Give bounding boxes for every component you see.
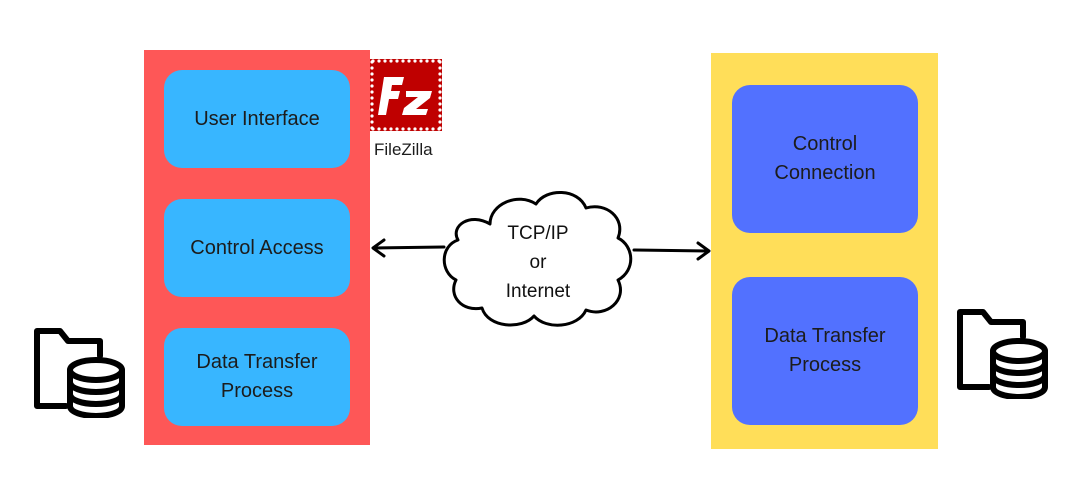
stamp-perforation — [370, 108, 374, 112]
control-connection-box: Control Connection — [732, 85, 918, 233]
stamp-perforation — [425, 127, 429, 131]
stamp-perforation — [438, 90, 442, 94]
stamp-perforation — [370, 60, 374, 64]
stamp-perforation — [438, 96, 442, 100]
server-data-transfer-label: Data Transfer Process — [764, 325, 886, 376]
right-double-arrow — [632, 241, 711, 261]
folder-database-icon — [34, 328, 125, 418]
stamp-perforation — [395, 127, 399, 131]
stamp-perforation — [438, 84, 442, 88]
stamp-perforation — [413, 127, 417, 131]
stamp-perforation — [383, 127, 387, 131]
network-label: TCP/IP or Internet — [505, 223, 571, 302]
stamp-perforation — [438, 66, 442, 70]
stamp-perforation — [370, 84, 374, 88]
stamp-perforation — [389, 59, 393, 63]
server-data-transfer-box: Data Transfer Process — [732, 277, 918, 425]
stamp-perforation — [401, 127, 405, 131]
stamp-perforation — [425, 59, 429, 63]
stamp-perforation — [431, 127, 435, 131]
left-double-arrow — [371, 238, 446, 258]
stamp-perforation — [438, 72, 442, 76]
control-connection-label: Control Connection — [774, 133, 876, 184]
stamp-perforation — [438, 108, 442, 112]
stamp-perforation — [438, 114, 442, 118]
stamp-perforation — [438, 126, 442, 130]
stamp-perforation — [383, 59, 387, 63]
stamp-perforation — [401, 59, 405, 63]
folder-database-icon — [957, 309, 1048, 399]
stamp-perforation — [407, 127, 411, 131]
stamp-perforation — [370, 90, 374, 94]
stamp-perforation — [370, 78, 374, 82]
stamp-perforation — [370, 96, 374, 100]
stamp-perforation — [370, 66, 374, 70]
stamp-perforation — [431, 59, 435, 63]
stamp-perforation — [438, 120, 442, 124]
server-panel: Control Connection Data Transfer Process — [711, 53, 938, 449]
stamp-perforation — [377, 59, 381, 63]
stamp-perforation — [438, 78, 442, 82]
client-data-transfer-box: Data Transfer Process — [164, 328, 350, 426]
stamp-perforation — [419, 59, 423, 63]
stamp-perforation — [389, 127, 393, 131]
filezilla-label: FileZilla — [374, 140, 433, 159]
control-access-box: Control Access — [164, 199, 350, 297]
stamp-perforation — [370, 126, 374, 130]
stamp-perforation — [370, 114, 374, 118]
stamp-perforation — [437, 59, 441, 63]
stamp-perforation — [370, 72, 374, 76]
stamp-perforation — [419, 127, 423, 131]
cloud-shape — [442, 191, 633, 327]
stamp-perforation — [370, 120, 374, 124]
stamp-perforation — [370, 102, 374, 106]
client-data-transfer-label: Data Transfer Process — [196, 351, 318, 402]
stamp-perforation — [395, 59, 399, 63]
filezilla-logo-icon — [370, 59, 442, 131]
user-interface-box: User Interface — [164, 70, 350, 168]
stamp-perforation — [407, 59, 411, 63]
control-access-label: Control Access — [190, 236, 324, 259]
client-panel: User Interface Control Access Data Trans… — [144, 50, 370, 445]
stamp-perforation — [377, 127, 381, 131]
stamp-perforation — [438, 102, 442, 106]
user-interface-label: User Interface — [194, 107, 320, 130]
stamp-perforation — [413, 59, 417, 63]
